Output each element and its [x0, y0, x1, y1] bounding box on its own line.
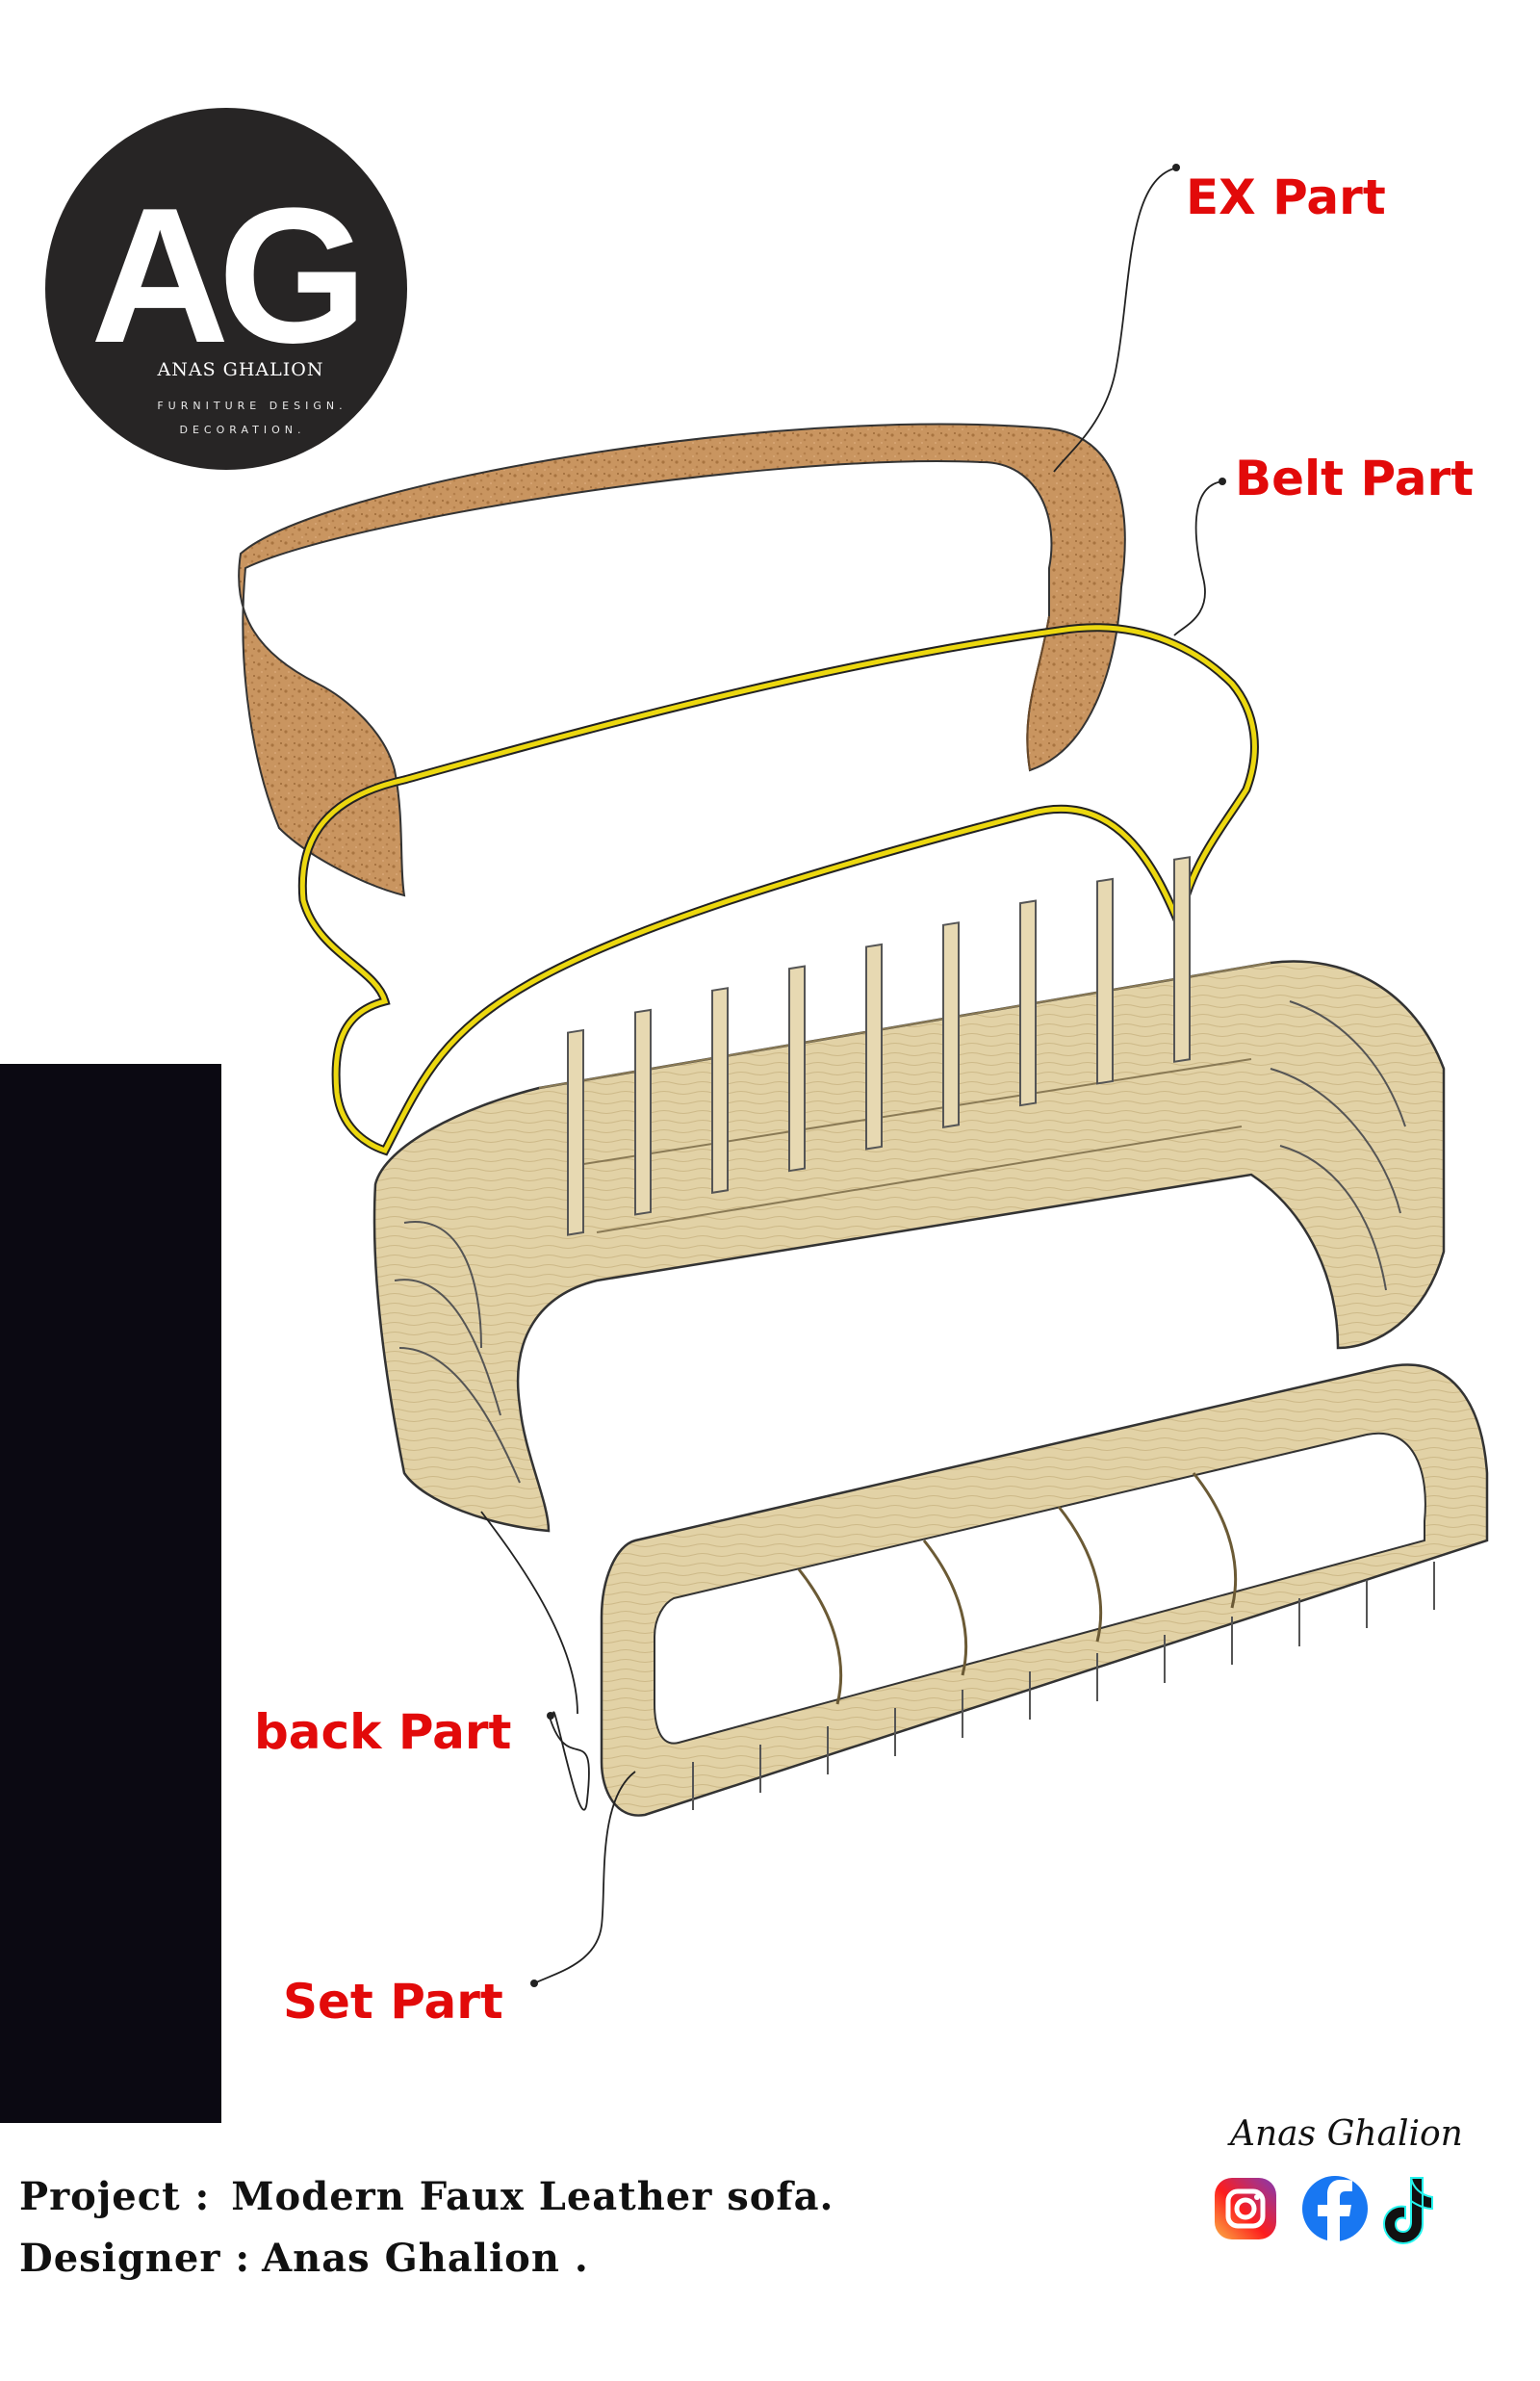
ex-part-label: EX Part: [1186, 169, 1386, 225]
designer-line: Designer :Anas Ghalion .: [19, 2236, 589, 2281]
logo-monogram: AG: [90, 168, 356, 383]
leader-lines: [480, 168, 1223, 1984]
side-bar: [0, 1064, 221, 2123]
ag-logo: AG ANAS GHALION FURNITURE DESIGN. DECORA…: [45, 108, 407, 470]
designer-label: Designer :: [19, 2236, 251, 2281]
belt-part: [297, 623, 1259, 1156]
set-part-frame: [600, 1363, 1489, 1817]
facebook-icon[interactable]: [1302, 2176, 1368, 2243]
social-handle: Anas Ghalion: [1230, 2114, 1463, 2154]
logo-tagline-1: FURNITURE DESIGN.: [157, 400, 346, 412]
designer-value: Anas Ghalion .: [262, 2236, 589, 2281]
back-part-frame: [372, 856, 1446, 1533]
project-value: Modern Faux Leather sofa.: [231, 2174, 834, 2219]
project-line: Project : Modern Faux Leather sofa.: [19, 2174, 834, 2219]
set-part-label: Set Part: [283, 1974, 503, 2030]
logo-tagline-2: DECORATION.: [180, 424, 306, 436]
belt-part-label: Belt Part: [1235, 451, 1475, 506]
project-label: Project :: [19, 2174, 211, 2219]
instagram-icon[interactable]: [1215, 2178, 1276, 2239]
logo-name: ANAS GHALION: [157, 359, 324, 380]
back-part-label: back Part: [254, 1704, 512, 1760]
tiktok-icon[interactable]: [1382, 2177, 1433, 2245]
